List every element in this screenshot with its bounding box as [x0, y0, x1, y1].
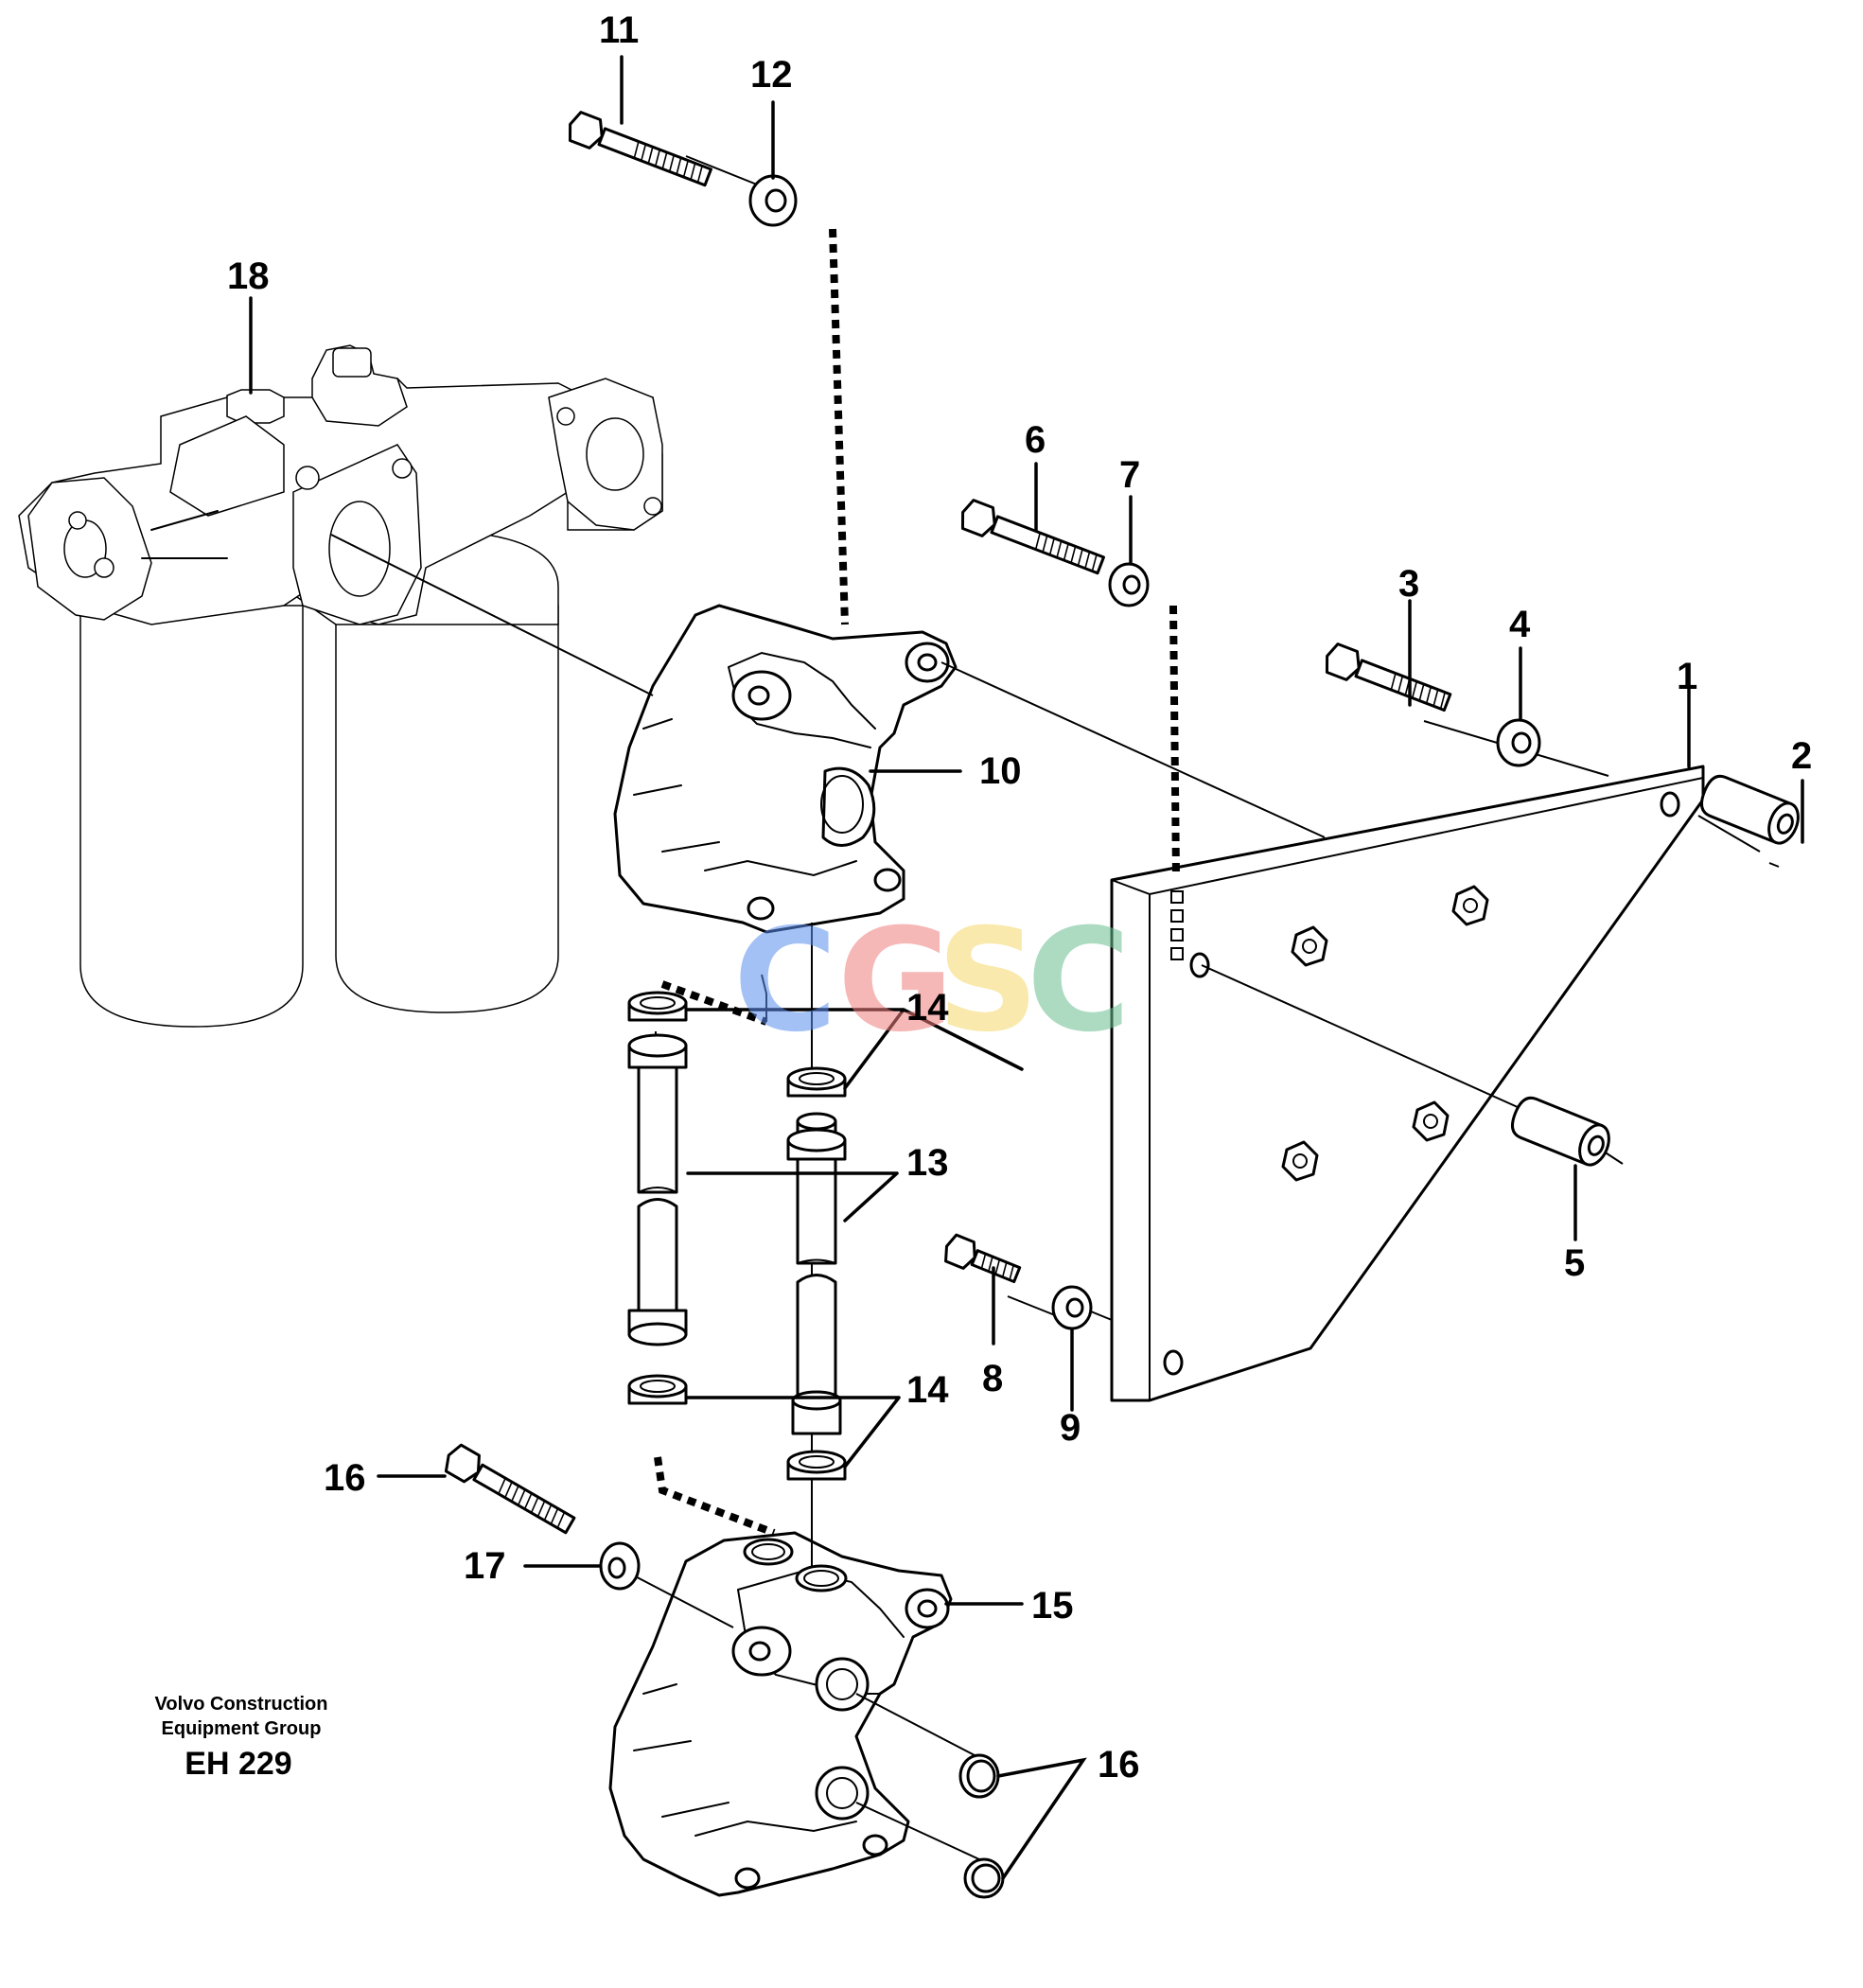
callout-1: 1: [1677, 656, 1697, 697]
watermark-letter: S: [937, 899, 1039, 1064]
hidden-lines: [654, 228, 1180, 1537]
filter-bracket-upper: [613, 604, 958, 934]
callout-14: 14: [906, 987, 949, 1029]
bolt-11: [568, 111, 712, 187]
callout-4: 4: [1509, 604, 1531, 645]
leader-lines: [249, 55, 1804, 1880]
publisher-credit: Volvo Construction Equipment Group EH 22…: [155, 1694, 328, 1782]
diagram-code: EH 229: [185, 1746, 291, 1782]
callout-14: 14: [906, 1369, 949, 1411]
publisher-line-1: Volvo Construction: [155, 1694, 328, 1715]
fuel-filter-assembly: [18, 344, 663, 1028]
mounting-bracket: [1110, 765, 1705, 1402]
bolt-8: [944, 1233, 1022, 1284]
callouts: 11 12 18 6 7 3 4 1 2 10 14 13 5 8 14 9 1…: [227, 9, 1812, 1786]
callout-17: 16: [324, 1457, 366, 1499]
watermark-letter: C: [733, 899, 837, 1064]
callout-10: 10: [979, 750, 1022, 792]
callout-9: 9: [1060, 1407, 1081, 1449]
pipe-13-left: [627, 991, 688, 1405]
washer-7: [1108, 562, 1150, 607]
watermark-letter: G: [837, 899, 954, 1064]
bolt-6: [960, 499, 1105, 575]
publisher-line-2: Equipment Group: [162, 1718, 322, 1739]
watermark-letter: C: [1027, 899, 1131, 1064]
washer-4: [1496, 718, 1541, 767]
callout-2: 2: [1791, 735, 1812, 777]
spacer-2: [1699, 774, 1800, 845]
callout-5: 5: [1564, 1242, 1585, 1284]
washer-18: [599, 1541, 641, 1591]
o-ring-16: [958, 1753, 1000, 1799]
o-ring-16: [963, 1857, 1005, 1899]
watermark: C G S C: [733, 899, 1131, 1064]
pipe-13-right: [786, 1066, 847, 1481]
callout-11: 11: [599, 9, 639, 51]
spacer-5: [1510, 1096, 1610, 1167]
weld-nut: [1281, 1140, 1319, 1182]
callout-12: 12: [750, 54, 793, 96]
callout-19: 18: [227, 255, 270, 297]
filter-bracket-lower: [608, 1531, 953, 1897]
callout-6: 6: [1025, 419, 1046, 461]
weld-nut: [1412, 1100, 1450, 1142]
weld-nut: [1291, 925, 1328, 967]
callout-16: 16: [1098, 1744, 1140, 1786]
callout-7: 7: [1119, 454, 1140, 496]
bolt-17: [444, 1443, 576, 1535]
bolt-3: [1325, 642, 1452, 713]
washer-12: [748, 174, 798, 227]
washer-9: [1051, 1285, 1093, 1330]
callout-3: 3: [1398, 563, 1419, 605]
callout-8: 8: [982, 1358, 1003, 1399]
callout-13: 13: [906, 1142, 949, 1184]
callout-18: 17: [464, 1545, 506, 1587]
weld-nut: [1451, 885, 1489, 926]
callout-15: 15: [1031, 1585, 1074, 1627]
